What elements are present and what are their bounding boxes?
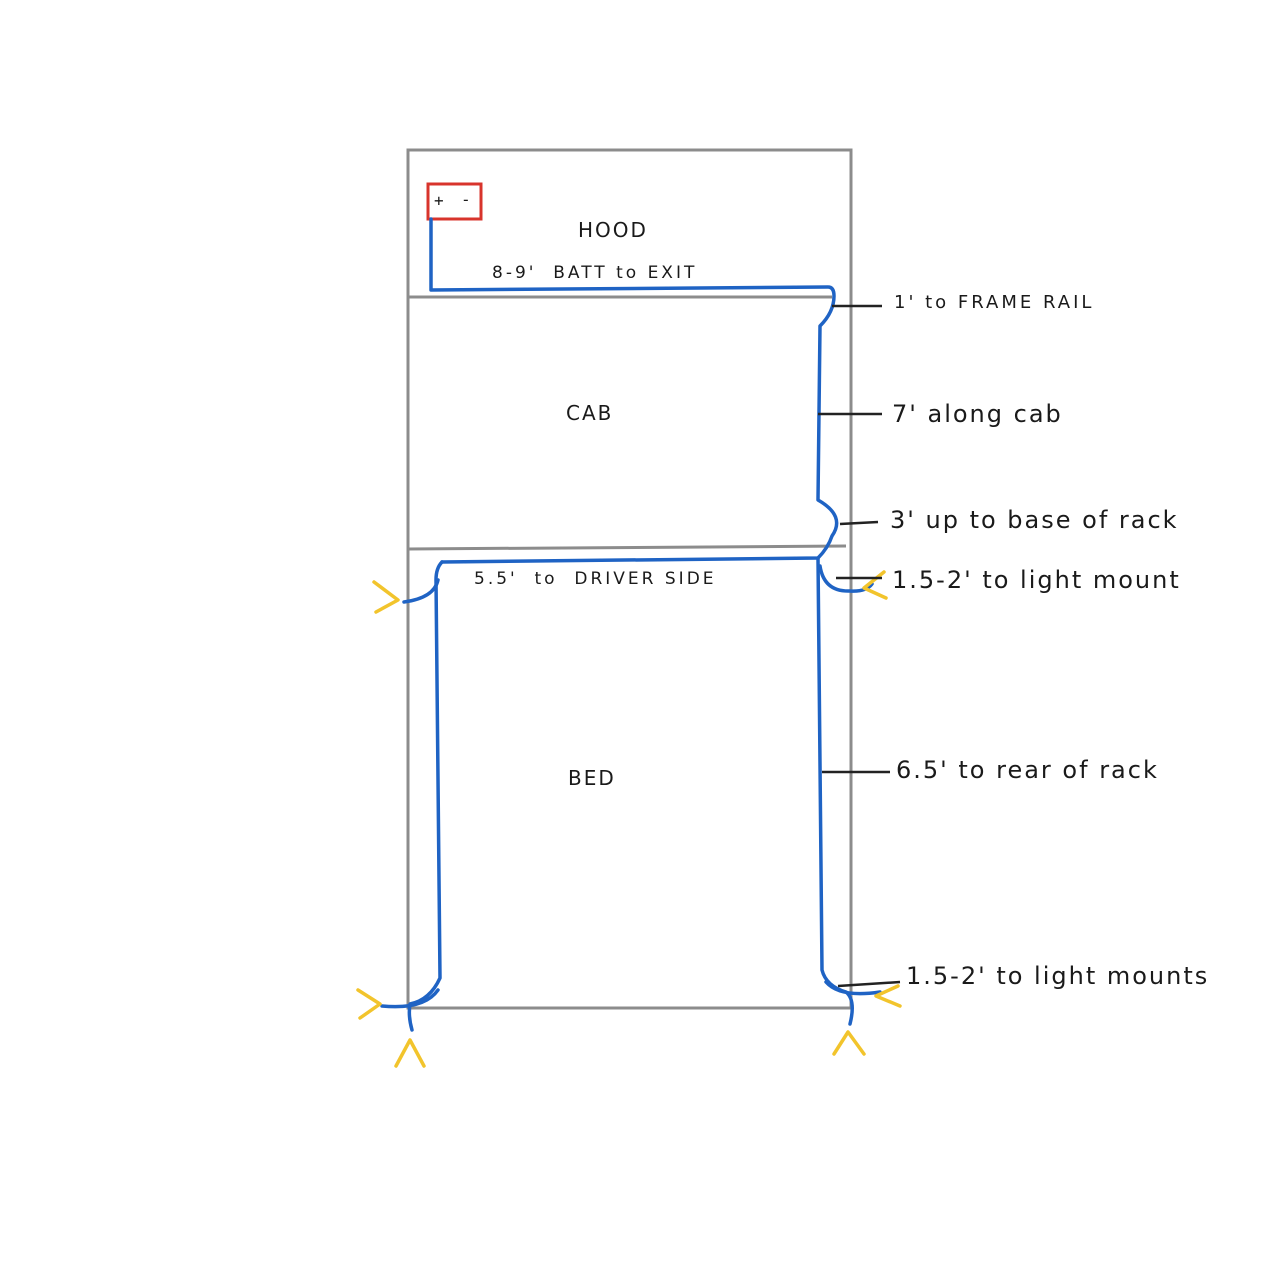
battery-positive: + xyxy=(434,191,444,210)
bed-label: BED xyxy=(568,766,616,790)
cab-bed-divider xyxy=(407,544,847,551)
wire-driver-side xyxy=(407,560,444,1032)
light-mount-passenger-rear-side xyxy=(874,984,902,1008)
callout-frame-rail: 1' to FRAME RAIL xyxy=(894,292,1094,313)
light-mount-passenger-rear-down xyxy=(832,1030,866,1056)
run-label-batt-to-exit: 8-9' BATT to EXIT xyxy=(492,263,697,283)
cab-label: CAB xyxy=(566,401,613,425)
battery-negative: - xyxy=(461,190,471,209)
battery-icon: + - xyxy=(426,182,483,221)
light-mount-driver-front xyxy=(372,580,400,614)
wire-battery-to-exit xyxy=(429,217,839,564)
run-label-driver-side: 5.5' to DRIVER SIDE xyxy=(474,569,717,589)
callout-along-cab: 7' along cab xyxy=(892,400,1063,428)
light-mount-passenger-front xyxy=(862,570,888,600)
light-mount-driver-rear-down xyxy=(394,1038,426,1068)
leader-base-of-rack xyxy=(839,520,879,526)
wire-driver-front-light xyxy=(402,578,440,604)
callout-light-mount: 1.5-2' to light mount xyxy=(892,566,1181,594)
hood-label: HOOD xyxy=(578,218,648,242)
callout-rear-of-rack: 6.5' to rear of rack xyxy=(896,756,1159,784)
wire-passenger-side xyxy=(816,556,854,1026)
wire-passenger-rear-light xyxy=(824,980,882,996)
callout-light-mounts: 1.5-2' to light mounts xyxy=(906,962,1209,990)
leader-light-mounts xyxy=(837,980,901,988)
callout-base-of-rack: 3' up to base of rack xyxy=(890,506,1179,534)
wire-driver-rear-light xyxy=(380,988,440,1009)
light-mount-driver-rear-side xyxy=(356,988,382,1020)
